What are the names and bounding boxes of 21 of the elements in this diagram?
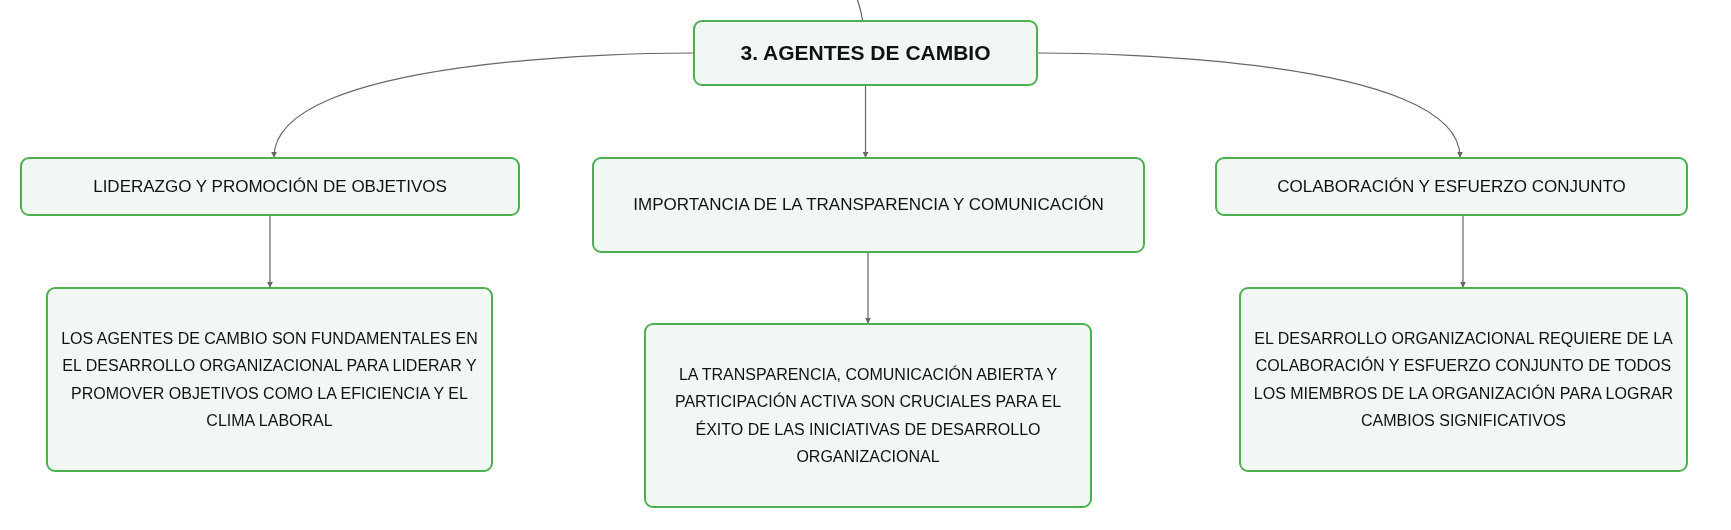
connector-line — [1460, 215, 1466, 288]
topic-text: LIDERAZGO Y PROMOCIÓN DE OBJETIVOS — [93, 175, 447, 198]
topic-text: EL DESARROLLO ORGANIZACIONAL REQUIERE DE LA COLABORACIÓN Y ESFUERZO CONJUNTO DE TODOS LOS MIEMBROS DE LA ORGANIZACIÓN PARA LOGRAR CAMBIOS SIGNIFICATIVOS — [1252, 329, 1675, 431]
topic-text: LOS AGENTES DE CAMBIO SON FUNDAMENTALES EN EL DESARROLLO ORGANIZACIONAL PARA LIDERAR Y PROMOVER OBJETIVOS COMO LA EFICIENCIA Y EL CLIMA LABORAL — [60, 329, 479, 431]
connector-line — [856, 0, 864, 21]
connector-line — [272, 52, 694, 158]
topic-box — [1239, 287, 1688, 472]
topic-box — [644, 323, 1092, 508]
topic-text: COLABORACIÓN Y ESFUERZO CONJUNTO — [1277, 175, 1626, 198]
topic-text: 3. AGENTES DE CAMBIO — [740, 40, 991, 67]
topic-text: LA TRANSPARENCIA, COMUNICACIÓN ABIERTA Y PARTICIPACIÓN ACTIVA SON CRUCIALES PARA EL ÉXITO DE LAS INICIATIVAS DE DESARROLLO ORGANIZACIONAL — [673, 364, 1063, 467]
topic-box — [592, 157, 1145, 253]
topic-box — [46, 287, 493, 472]
connector-line — [267, 215, 273, 288]
connector-line — [865, 252, 871, 324]
topic-text: IMPORTANCIA DE LA TRANSPARENCIA Y COMUNICACIÓN — [633, 194, 1104, 217]
connector-line — [862, 85, 869, 158]
topic-box — [20, 157, 520, 216]
topic-box — [1215, 157, 1688, 216]
connector-line — [1037, 52, 1462, 158]
topic-box — [693, 20, 1038, 86]
